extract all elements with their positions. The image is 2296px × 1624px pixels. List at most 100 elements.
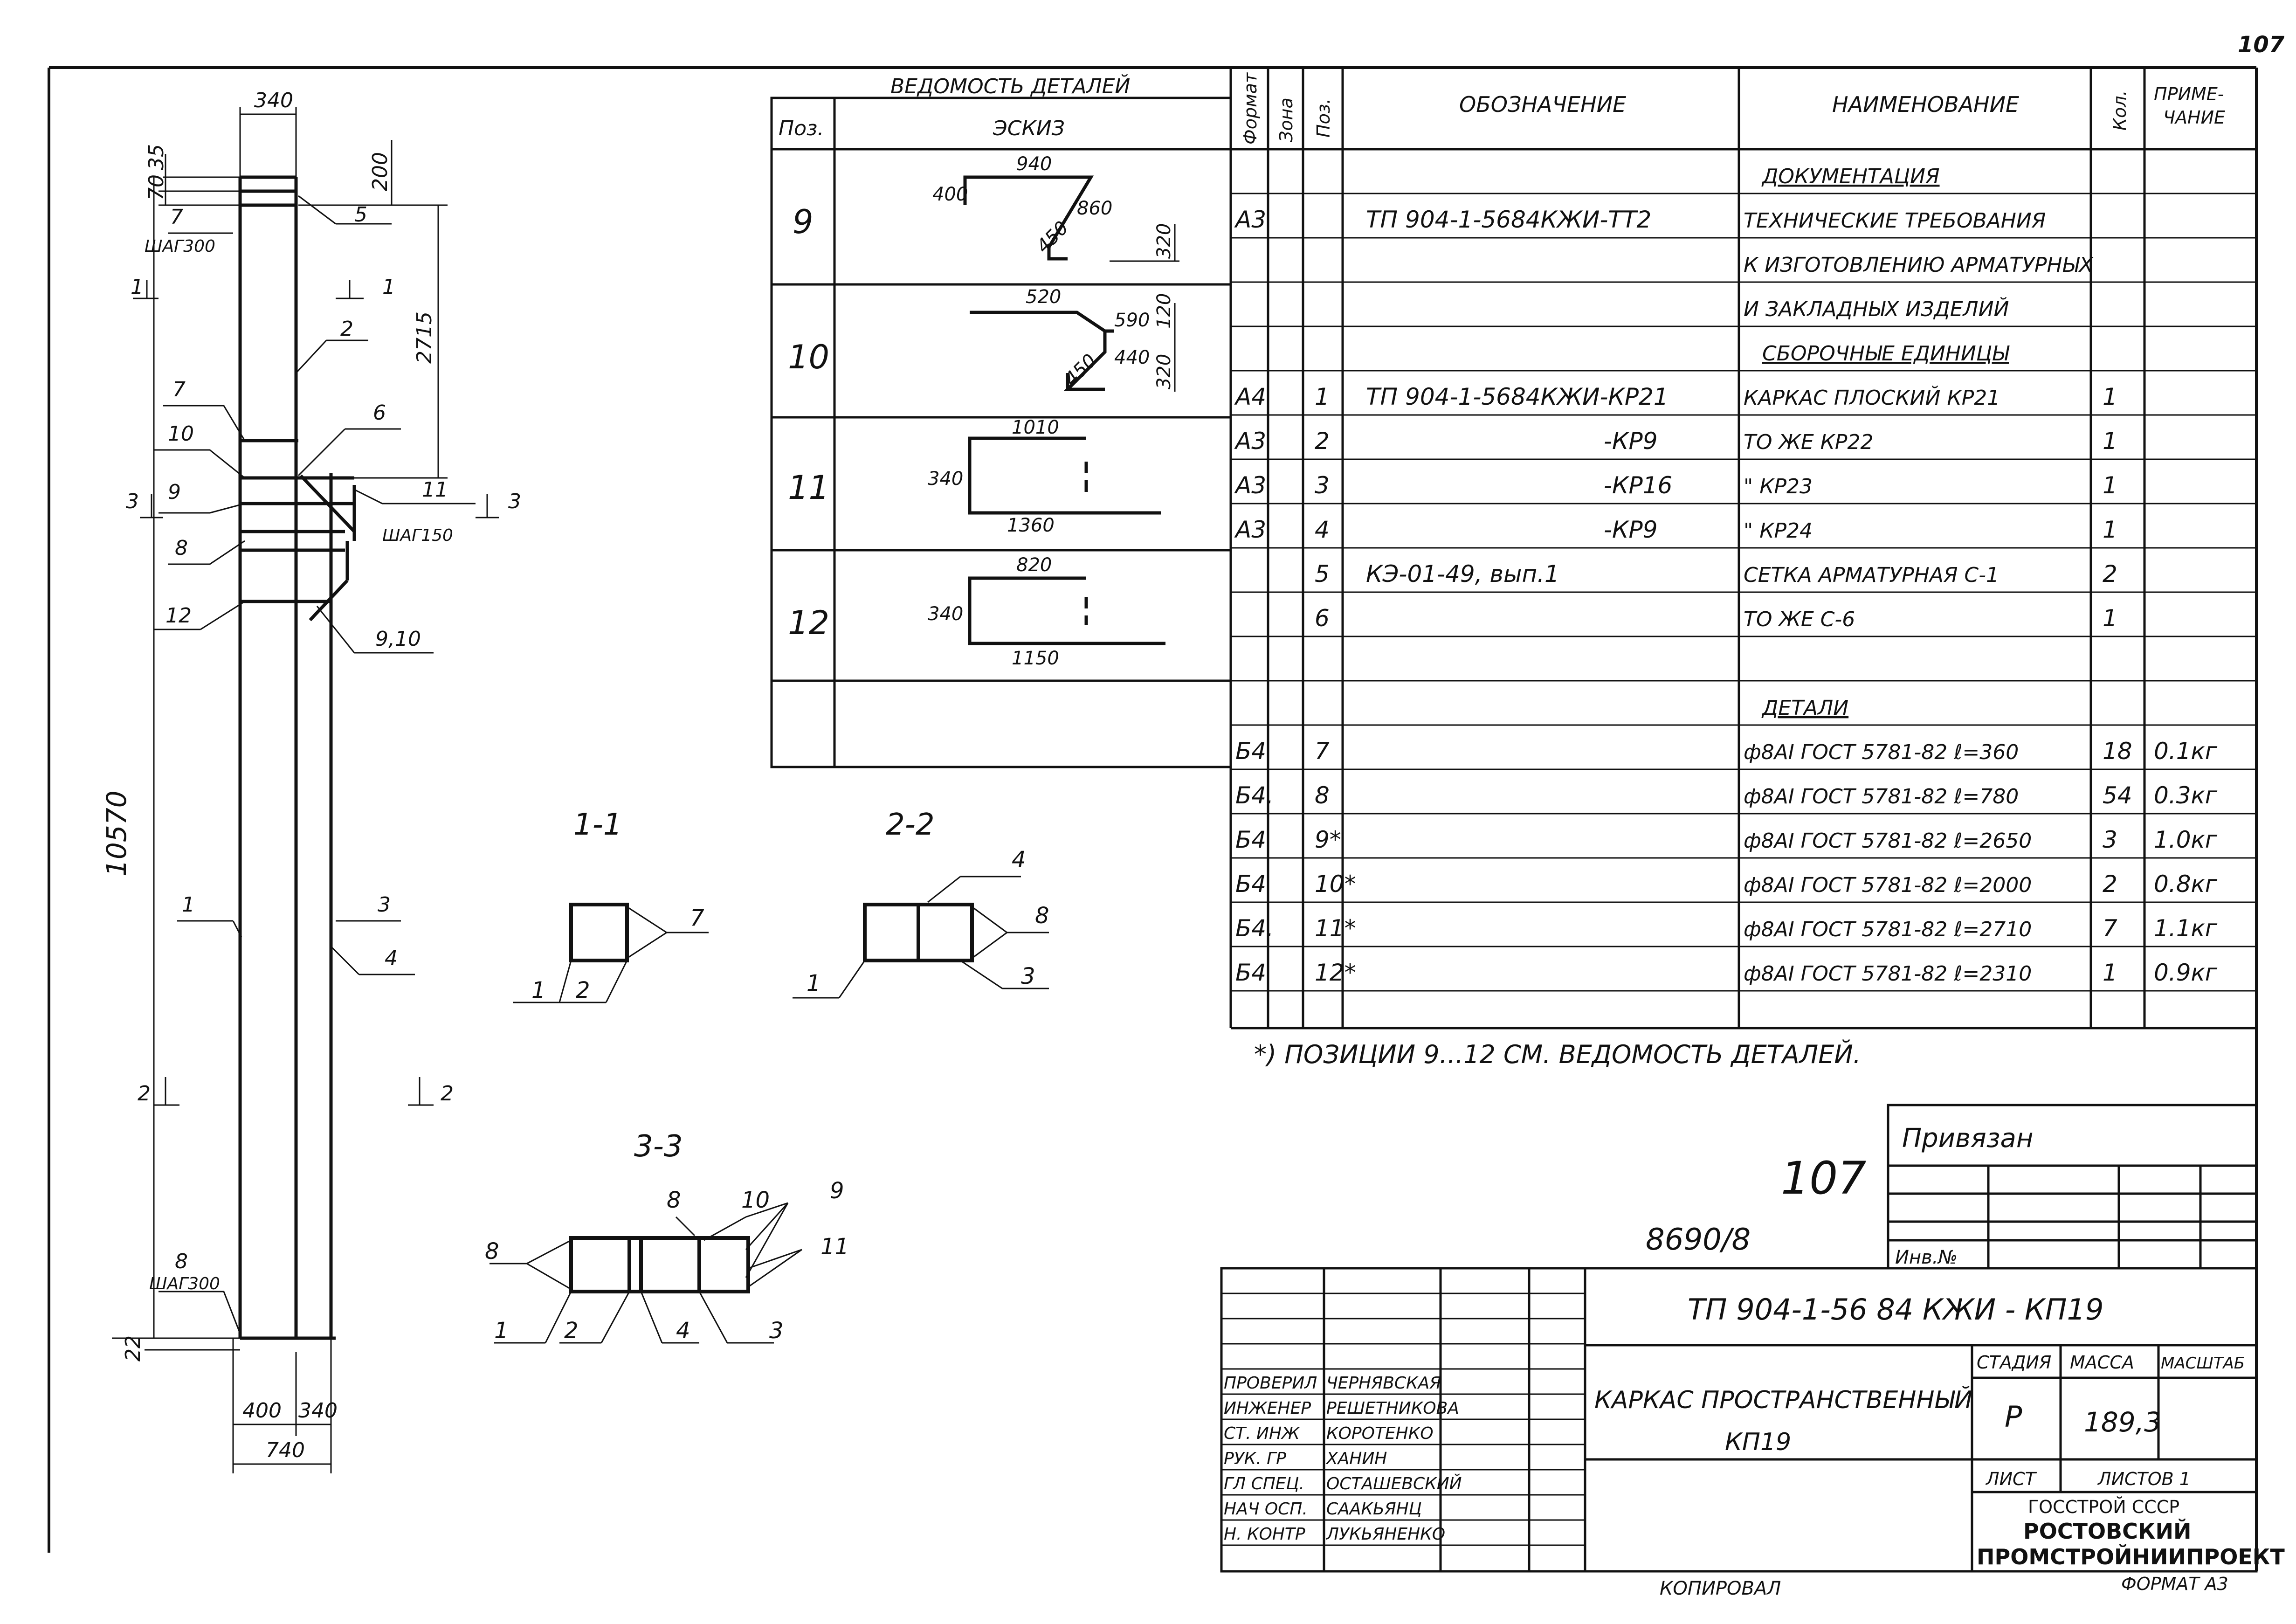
spec-cell-pos: 5 (1315, 560, 1330, 587)
spec-header-zone: Зона (1276, 97, 1296, 142)
elevation-view: 340 35 70 200 2715 10570 22 400 340 740 … (101, 89, 521, 1473)
dim-200: 200 (368, 152, 392, 191)
spec-cell-name: " КР23 (1744, 475, 1813, 498)
s33-label-1: 1 (494, 1318, 509, 1344)
s33-label-8-left: 8 (485, 1238, 499, 1265)
tb-org1: ГОССТРОЙ СССР (2028, 1497, 2179, 1517)
spec-cell-name: И ЗАКЛАДНЫХ ИЗДЕЛИЙ (1744, 297, 2009, 321)
section-3-3: 3-3 8 8 10 9 11 1 (485, 1129, 849, 1344)
details-header-pos: Поз. (779, 117, 824, 140)
d11-dim-340: 340 (928, 468, 963, 490)
spec-cell-format: А3 (1234, 472, 1266, 499)
tb-rowlines (1221, 1292, 1585, 1546)
label-8-bottom: 8 (175, 1250, 188, 1273)
spec-cell-qty: 18 (2103, 738, 2132, 765)
spec-cell-pos: 1 (1315, 383, 1330, 410)
tb-stage-label: СТАДИЯ (1977, 1352, 2051, 1373)
s33-label-2: 2 (564, 1318, 579, 1344)
spec-header-qty: Кол. (2110, 90, 2130, 131)
tb-stage: Р (2005, 1400, 2022, 1434)
d11-dim-1360: 1360 (1007, 515, 1055, 536)
tb-signer-role: РУК. ГР (1224, 1449, 1286, 1468)
spec-cell-designation: -КР9 (1604, 428, 1658, 455)
label-step300-bottom: ШАГ300 (149, 1274, 220, 1293)
tb-signer-name: КОРОТЕНКО (1326, 1424, 1434, 1443)
spec-cell-designation: КЭ-01-49, вып.1 (1366, 560, 1559, 587)
spec-cell-format: А4 (1234, 383, 1266, 410)
spec-cell-name: СБОРОЧНЫЕ ЕДИНИЦЫ (1762, 342, 2010, 366)
label-7-top: 7 (170, 205, 183, 229)
tb-org3: ПРОМСТРОЙНИИПРОЕКТ (1977, 1544, 2285, 1569)
tb-scale-label: МАСШТАБ (2161, 1354, 2245, 1373)
tb-name-line2: КП19 (1725, 1428, 1791, 1456)
spec-cell-pos: 2 (1315, 428, 1330, 455)
spec-cell-format: Б4 (1235, 959, 1266, 986)
label-3: 3 (378, 893, 391, 917)
dimension-lines (112, 107, 499, 1473)
cut-mark-3-right: 3 (508, 490, 521, 513)
s33-label-4: 4 (676, 1318, 690, 1344)
spec-cell-name: ф8АI ГОСТ 5781-82 ℓ=2310 (1744, 962, 2032, 986)
label-10: 10 (168, 422, 194, 446)
spec-cell-note: 1.1кг (2154, 915, 2218, 942)
spec-cell-qty: 1 (2103, 472, 2117, 499)
copied-by: КОПИРОВАЛ (1660, 1578, 1781, 1599)
spec-cell-format: А3 (1234, 206, 1266, 233)
spec-cell-note: 0.1кг (2154, 738, 2218, 765)
spec-cell-format: Б4 (1235, 738, 1266, 765)
dim-340-bottom: 340 (298, 1399, 338, 1423)
spec-cell-qty: 2 (2103, 560, 2117, 587)
cut-mark-1-left: 1 (131, 275, 144, 299)
spec-header-designation: ОБОЗНАЧЕНИЕ (1459, 92, 1626, 117)
section-3-3-title: 3-3 (634, 1129, 683, 1164)
spec-header-format: Формат (1240, 72, 1261, 145)
d11-dim-1010: 1010 (1012, 417, 1059, 438)
label-9: 9 (168, 480, 181, 504)
page-number: 107 (2238, 32, 2285, 58)
tb-sheets-label: ЛИСТОВ 1 (2097, 1469, 2191, 1489)
d9-dim-860: 860 (1077, 198, 1112, 219)
spec-cell-note: 1.0кг (2154, 826, 2218, 853)
tb-signer-role: НАЧ ОСП. (1224, 1500, 1308, 1519)
spec-cell-qty: 1 (2103, 428, 2117, 455)
spec-cell-pos: 9* (1315, 826, 1341, 853)
spec-cell-pos: 3 (1315, 472, 1330, 499)
s33-label-9: 9 (830, 1178, 844, 1204)
spec-cell-note: 0.3кг (2154, 782, 2218, 809)
d9-dim-320: 320 (1153, 223, 1175, 259)
spec-cell-pos: 12* (1315, 959, 1356, 986)
spec-cell-name: ф8АI ГОСТ 5781-82 ℓ=780 (1744, 785, 2019, 809)
s22-label-1: 1 (807, 970, 821, 996)
spec-cell-note: 0.8кг (2154, 871, 2218, 898)
spec-cell-name: К ИЗГОТОВЛЕНИЮ АРМАТУРНЫХ (1744, 253, 2094, 277)
spec-cell-format: А3 (1234, 516, 1266, 543)
spec-cell-note: 0.9кг (2154, 959, 2218, 986)
d10-dim-120: 120 (1153, 293, 1175, 329)
label-1: 1 (182, 893, 195, 917)
dim-total-height: 10570 (101, 790, 132, 877)
spec-cell-name: ТЕХНИЧЕСКИЕ ТРЕБОВАНИЯ (1744, 209, 2046, 233)
spec-cell-name: ф8АI ГОСТ 5781-82 ℓ=2000 (1744, 873, 2032, 897)
details-header-sketch: ЭСКИЗ (993, 117, 1065, 140)
spec-cell-name: ф8АI ГОСТ 5781-82 ℓ=2650 (1744, 829, 2032, 853)
tb-sheet-label: ЛИСТ (1985, 1469, 2037, 1489)
d10-dim-590: 590 (1114, 310, 1150, 331)
tb-signer-role: СТ. ИНЖ (1224, 1424, 1301, 1443)
cut-mark-3-left: 3 (126, 490, 139, 513)
spec-cell-qty: 2 (2103, 871, 2117, 898)
tb-signer-role: Н. КОНТР (1224, 1525, 1305, 1544)
d9-dim-400: 400 (932, 184, 968, 205)
label-5: 5 (354, 203, 367, 227)
tb-signer-role: ГЛ СПЕЦ. (1224, 1474, 1304, 1493)
spec-cell-format: Б4. (1235, 915, 1274, 942)
d9-dim-450: 450 (1033, 217, 1073, 258)
label-9-10: 9,10 (375, 627, 421, 651)
d12-dim-340: 340 (928, 603, 963, 625)
s11-label-2: 2 (576, 977, 590, 1003)
spec-cell-pos: 8 (1315, 782, 1330, 809)
spec-cell-format: Б4. (1235, 782, 1274, 809)
spec-cell-name: ТО ЖЕ С-6 (1744, 608, 1855, 631)
spec-cell-designation: -КР9 (1604, 516, 1658, 543)
section-2-2-title: 2-2 (886, 808, 935, 842)
